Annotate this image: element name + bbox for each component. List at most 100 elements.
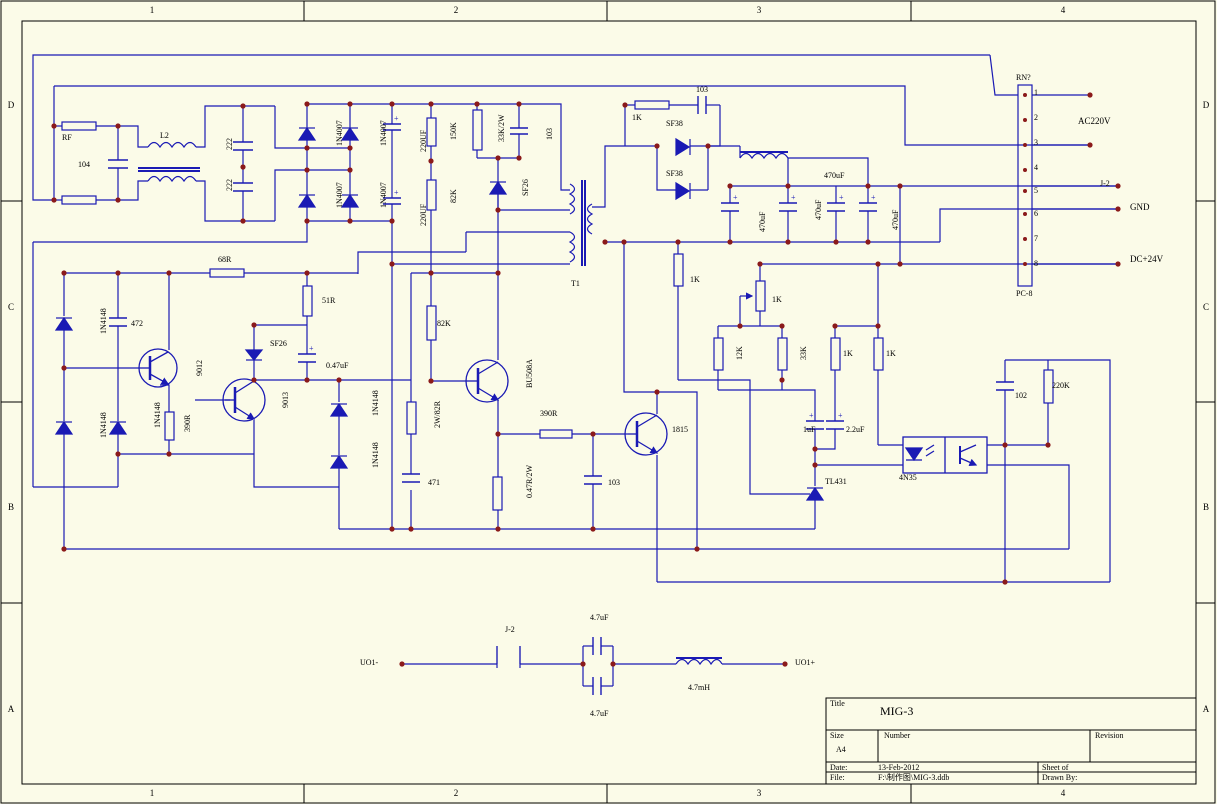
zone-row-left-c: C <box>8 302 14 312</box>
ic-tl431-symbol <box>805 486 825 501</box>
diode-1n4148-d <box>329 402 349 417</box>
connector-pins <box>1023 93 1027 266</box>
optocoupler-4n35 <box>902 436 988 474</box>
resistor-1k-a <box>673 253 684 287</box>
label-047r2w: 0.47R/2W <box>525 464 534 498</box>
label-9012: 9012 <box>195 360 204 376</box>
label-47mh: 4.7mH <box>688 683 710 692</box>
label-82k-mid: 82K <box>437 319 451 328</box>
label-390r-left: 390R <box>183 414 192 432</box>
connector-pc8 <box>1017 84 1118 287</box>
resistor-33k2w <box>472 109 483 151</box>
svg-text:+: + <box>791 193 796 202</box>
resistors <box>61 100 1054 511</box>
label-pin-7: 7 <box>1034 234 1038 243</box>
label-51r: 51R <box>322 296 336 305</box>
label-j2-bottom: J-2 <box>505 625 515 634</box>
label-68r: 68R <box>218 255 232 264</box>
label-ac220v: AC220V <box>1078 116 1111 126</box>
label-4n35: 4N35 <box>899 473 917 482</box>
label-pin-3: 3 <box>1034 138 1038 147</box>
label-1n4148-e: 1N4148 <box>371 442 380 468</box>
zone-markers: 1 2 3 4 1 2 3 4 D C B A D C B A <box>8 5 1210 798</box>
output-inductor <box>739 152 789 160</box>
capacitor-470uf-b <box>779 202 797 212</box>
label-1k-c: 1K <box>886 349 896 358</box>
diode-1n4148-a <box>54 316 74 331</box>
zone-row-right-a: A <box>1203 704 1210 714</box>
capacitor-1uf <box>806 420 824 430</box>
diodes <box>54 126 825 501</box>
transistor-9012 <box>138 348 178 388</box>
label-390r-right: 390R <box>540 409 558 418</box>
label-uo1-minus: UO1- <box>360 658 379 667</box>
label-pin-1: 1 <box>1034 88 1038 97</box>
resistor-1k-b <box>830 337 841 371</box>
svg-text:+: + <box>838 411 843 420</box>
capacitor-47uf-bottom <box>592 677 602 695</box>
label-1n4007-b: 1N4007 <box>379 120 388 146</box>
resistor-12k <box>713 337 724 371</box>
resistor-rf-bottom <box>61 195 97 205</box>
diode-1n4007-b <box>340 126 360 141</box>
label-pot-1k: 1K <box>772 295 782 304</box>
component-labels: RF 104 L2 222 222 1N4007 1N4007 1N4007 1… <box>62 73 1164 718</box>
label-1n4148-a: 1N4148 <box>99 308 108 334</box>
label-1n4007-a: 1N4007 <box>335 120 344 146</box>
label-471: 471 <box>428 478 440 487</box>
label-1k-b: 1K <box>843 349 853 358</box>
label-33k: 33K <box>799 346 808 360</box>
label-472: 472 <box>131 319 143 328</box>
label-cap-103-top: 103 <box>696 85 708 94</box>
resistor-51r <box>302 285 313 317</box>
zone-col-top-3: 3 <box>757 5 762 15</box>
zone-col-bottom-2: 2 <box>454 788 459 798</box>
label-bu508a: BU508A <box>525 359 534 388</box>
diode-1n4007-a <box>297 126 317 141</box>
zone-row-right-b: B <box>1203 502 1209 512</box>
diode-1n4148-c <box>108 420 128 435</box>
label-220uf-a: 220UF <box>419 129 428 152</box>
label-pin-8: 8 <box>1034 259 1038 268</box>
label-102: 102 <box>1015 391 1027 400</box>
label-12k: 12K <box>735 346 744 360</box>
number-caption: Number <box>884 731 911 740</box>
label-sf38-a: SF38 <box>666 119 683 128</box>
resistor-047r2w <box>492 476 503 511</box>
capacitor-470uf-c <box>827 202 845 212</box>
label-sf38-b: SF38 <box>666 169 683 178</box>
zone-row-left-d: D <box>8 100 15 110</box>
label-pin-5: 5 <box>1034 186 1038 195</box>
label-1n4007-c: 1N4007 <box>335 182 344 208</box>
diode-sf38-a <box>675 137 691 157</box>
choke-l2-bottom <box>147 175 197 183</box>
file-caption: File: <box>830 773 845 782</box>
svg-text:+: + <box>309 344 314 353</box>
transistors <box>138 348 668 456</box>
label-470uf-d: 470uF <box>891 209 900 230</box>
capacitor-222-a <box>233 141 253 151</box>
resistor-1k-top <box>634 100 670 110</box>
label-sf26-left: SF26 <box>270 339 287 348</box>
label-cap-104: 104 <box>78 160 90 169</box>
svg-text:+: + <box>871 193 876 202</box>
label-82k-top: 82K <box>449 189 458 203</box>
label-cap-103-a: 103 <box>545 128 554 140</box>
diode-1n4148-e <box>329 454 349 469</box>
diode-sf38-b <box>675 181 691 201</box>
zone-col-top-1: 1 <box>150 5 155 15</box>
label-cap-103-b: 103 <box>608 478 620 487</box>
capacitor-047uf <box>298 353 316 363</box>
label-rf: RF <box>62 133 72 142</box>
zone-col-bottom-1: 1 <box>150 788 155 798</box>
diode-1n4007-d <box>340 193 360 208</box>
label-2w82r: 2W/82R <box>433 400 442 428</box>
diode-1n4148-b <box>54 420 74 435</box>
label-choke-l2: L2 <box>160 131 169 140</box>
zone-col-bottom-4: 4 <box>1061 788 1066 798</box>
resistor-220k <box>1043 369 1054 404</box>
diode-sf26-left <box>244 349 264 361</box>
capacitor-470uf-a <box>721 202 739 212</box>
size-value: A4 <box>836 745 846 754</box>
